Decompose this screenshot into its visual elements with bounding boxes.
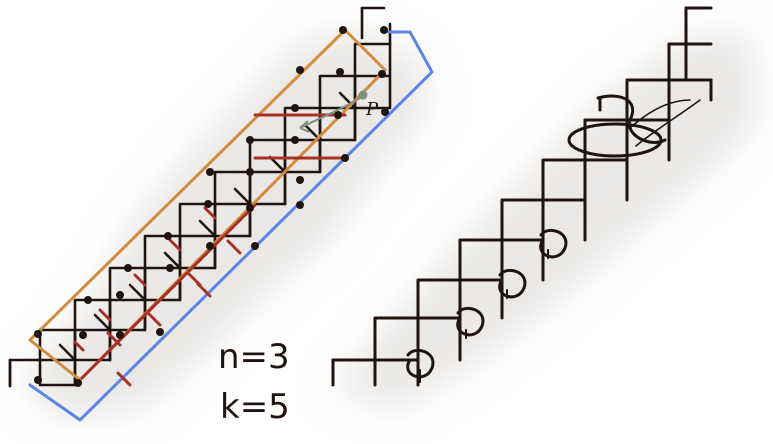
point-p-marker: P (299, 90, 379, 133)
n-equation: n=3 (218, 337, 290, 377)
right-staircase (331, 6, 713, 387)
orange-path (28, 28, 387, 382)
equations: n=3 k=5 (218, 337, 290, 427)
point-p-label: P (365, 99, 379, 120)
left-staircase: P (8, 6, 434, 422)
blue-path (28, 30, 434, 422)
lattice-dots (34, 26, 389, 387)
red-matching (73, 113, 347, 387)
k-equation: k=5 (220, 387, 290, 427)
